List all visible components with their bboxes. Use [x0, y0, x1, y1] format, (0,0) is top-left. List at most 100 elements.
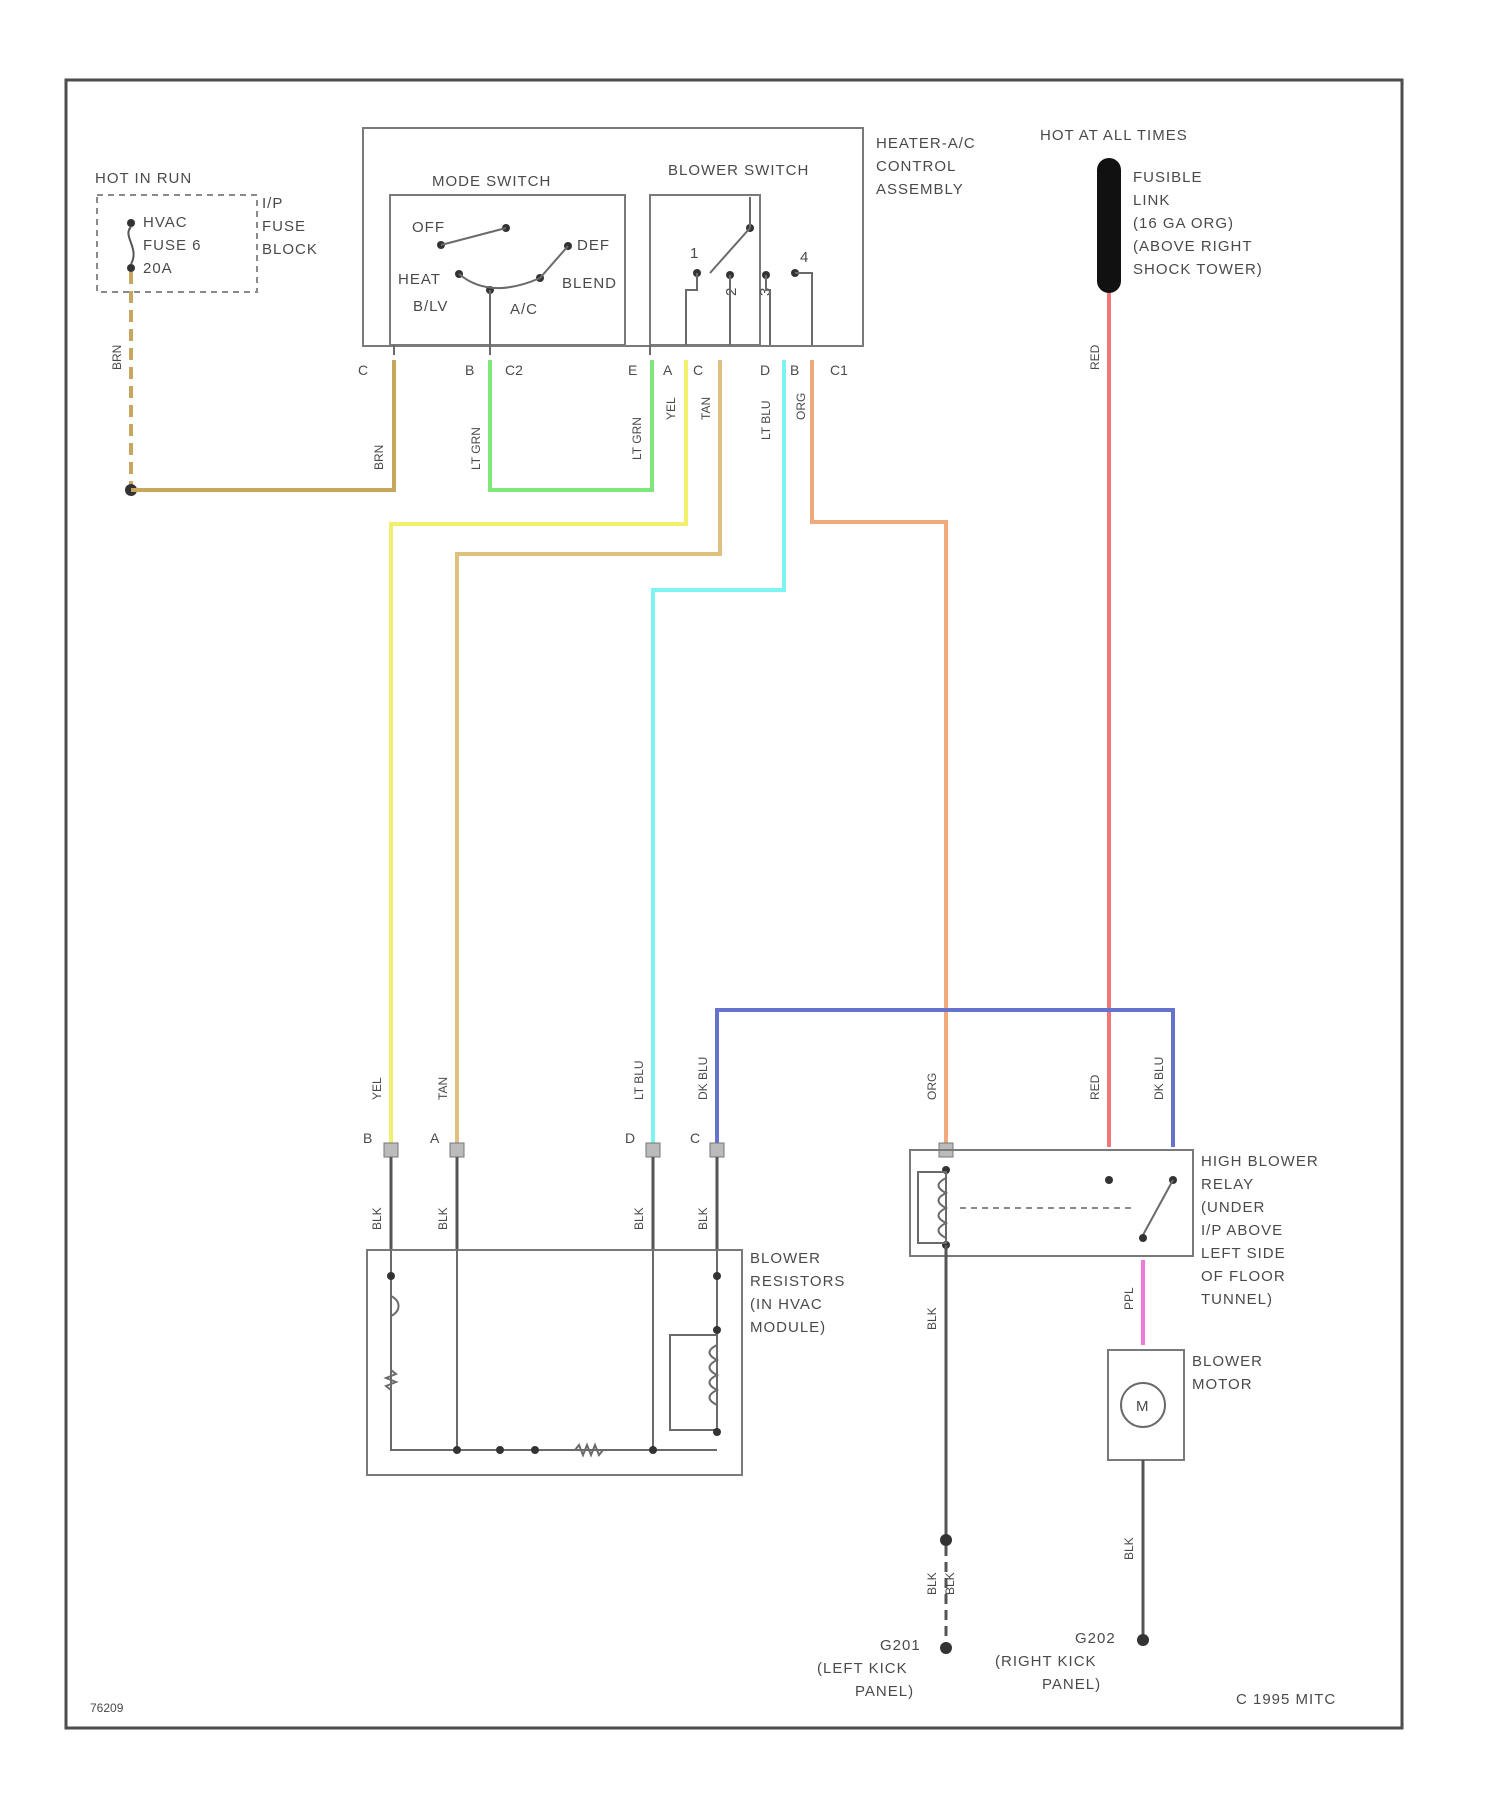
relay-label-6: OF FLOOR — [1201, 1268, 1286, 1285]
fusible-link-line-4: (ABOVE RIGHT — [1133, 238, 1253, 255]
ground-right-label-3: PANEL) — [1042, 1676, 1101, 1693]
blower-resistors-label-1: BLOWER — [750, 1250, 821, 1267]
blower-motor-label-1: BLOWER — [1192, 1353, 1263, 1370]
ground-left-wire-label-2: BLK — [943, 1572, 957, 1595]
fuse-block-header: HOT IN RUN — [95, 170, 192, 187]
pin-c: C — [358, 362, 368, 378]
ground-left: BLK BLK G201 (LEFT KICK PANEL) — [817, 1534, 957, 1700]
blower-switch-outline — [650, 195, 760, 345]
mode-switch-arm — [441, 228, 506, 245]
wire-red-label: RED — [1088, 344, 1102, 370]
blower-resistors-label-3: (IN HVAC — [750, 1296, 823, 1313]
pin-b: B — [465, 362, 474, 378]
resistor-wire-label-ltblu: LT BLU — [632, 1060, 646, 1100]
relay-label-4: I/P ABOVE — [1201, 1222, 1283, 1239]
ground-left-splice — [940, 1534, 952, 1546]
ground-left-label-2: (LEFT KICK — [817, 1660, 908, 1677]
fusible-link-header: HOT AT ALL TIMES — [1040, 127, 1188, 144]
mode-pos-blv: B/LV — [413, 298, 448, 315]
resistor-node-mid2 — [531, 1446, 539, 1454]
wire-orange — [812, 360, 946, 1147]
fuse-block-side-1: I/P — [262, 195, 283, 212]
control-assembly-label-2: CONTROL — [876, 158, 956, 175]
ground-right: G202 (RIGHT KICK PANEL) — [995, 1630, 1149, 1693]
ground-left-label-1: G201 — [880, 1637, 921, 1654]
pin-e: E — [628, 362, 637, 378]
resistor-connector: YEL TAN LT BLU DK BLU B A D C BLK BLK BL… — [363, 1057, 724, 1250]
ground-left-wire-label-1: BLK — [925, 1572, 939, 1595]
fusible-link-line-2: LINK — [1133, 192, 1170, 209]
diagram-id: 76209 — [90, 1701, 124, 1715]
resistor-wire-label-tan: TAN — [436, 1077, 450, 1100]
fuse-element-icon — [128, 227, 133, 264]
fusible-link-line-1: FUSIBLE — [1133, 169, 1203, 186]
wire-lt-green — [490, 360, 652, 490]
fuse-block-side-2: FUSE — [262, 218, 306, 235]
wire-lt-green-label-left: LT GRN — [469, 427, 483, 470]
relay-coil-icon — [939, 1178, 947, 1238]
fuse-line-2: FUSE 6 — [143, 237, 202, 254]
resistor-connector-pin-c — [710, 1143, 724, 1157]
relay-wire-label-red: RED — [1088, 1074, 1102, 1100]
blower-lead-b — [795, 273, 812, 345]
mode-pos-off: OFF — [412, 219, 445, 236]
resistor-pin-b: B — [363, 1130, 372, 1146]
resistor-pin-c: C — [690, 1130, 700, 1146]
blower-resistors-label-4: MODULE) — [750, 1319, 826, 1336]
ground-left-label-3: PANEL) — [855, 1683, 914, 1700]
relay-contact-red — [1105, 1176, 1113, 1184]
blower-resistors: BLOWER RESISTORS (IN HVAC MODULE) — [367, 1250, 845, 1475]
fuse-line-3: 20A — [143, 260, 173, 277]
fuse-terminal-top — [127, 219, 135, 227]
wire-yellow-label: YEL — [664, 397, 678, 420]
blower-motor-label-2: MOTOR — [1192, 1376, 1253, 1393]
blower-switch-arm — [710, 228, 750, 273]
fuse-block-side-3: BLOCK — [262, 241, 318, 258]
relay-label-5: LEFT SIDE — [1201, 1245, 1286, 1262]
resistor-blk-1: BLK — [370, 1207, 384, 1230]
pin-c2: C2 — [505, 362, 523, 378]
blower-motor: BLOWER MOTOR M BLK — [1108, 1350, 1263, 1640]
pin-d: D — [760, 362, 770, 378]
mode-switch: MODE SWITCH OFF DEF HEAT BLEND B/LV A/C — [390, 173, 625, 355]
resistor-blk-3: BLK — [632, 1207, 646, 1230]
mode-pos-heat: HEAT — [398, 271, 441, 288]
blower-lead-a — [686, 273, 697, 345]
resistor-node-mid — [496, 1446, 504, 1454]
resistor-connector-pin-b — [384, 1143, 398, 1157]
blower-resistors-label-2: RESISTORS — [750, 1273, 845, 1290]
wire-yellow — [391, 360, 686, 1147]
ground-right-label-1: G202 — [1075, 1630, 1116, 1647]
control-assembly-label-3: ASSEMBLY — [876, 181, 964, 198]
fuse-block: HOT IN RUN HVAC FUSE 6 20A I/P FUSE BLOC… — [95, 170, 318, 496]
control-assembly: HEATER-A/C CONTROL ASSEMBLY MODE SWITCH … — [358, 128, 976, 378]
fuse-out-wire-label: BRN — [110, 345, 124, 370]
pin-b-right: B — [790, 362, 799, 378]
relay-outline — [910, 1150, 1193, 1256]
resistor-left-rail — [391, 1250, 717, 1450]
wire-lt-blue-label: LT BLU — [759, 400, 773, 440]
resistor-node-c3 — [713, 1428, 721, 1436]
relay-coil-box — [918, 1172, 946, 1243]
resistor-wire-label-yel: YEL — [370, 1077, 384, 1100]
pin-a: A — [663, 362, 673, 378]
fusible-link-line-3: (16 GA ORG) — [1133, 215, 1234, 232]
blower-pos-1: 1 — [690, 245, 699, 262]
wire-lt-green-label-right: LT GRN — [630, 417, 644, 460]
high-blower-relay: ORG RED DK BLU HIGH BLOWER RELAY (UNDER … — [910, 1057, 1319, 1540]
diagram-frame — [66, 80, 1402, 1728]
blower-pos-4: 4 — [800, 249, 809, 266]
pin-c1: C1 — [830, 362, 848, 378]
relay-contact-out — [1139, 1234, 1147, 1242]
copyright: C 1995 MITC — [1236, 1691, 1336, 1708]
pin-c-right: C — [693, 362, 703, 378]
mode-pos-ac: A/C — [510, 301, 538, 318]
resistor-blk-4: BLK — [696, 1207, 710, 1230]
resistor-node-a — [453, 1446, 461, 1454]
wire-tan — [457, 360, 720, 1147]
wire-orange-label: ORG — [794, 393, 808, 420]
resistor-wire-label-dkblu: DK BLU — [696, 1057, 710, 1100]
thermal-limiter-icon — [391, 1296, 399, 1316]
resistor-pin-a: A — [430, 1130, 440, 1146]
